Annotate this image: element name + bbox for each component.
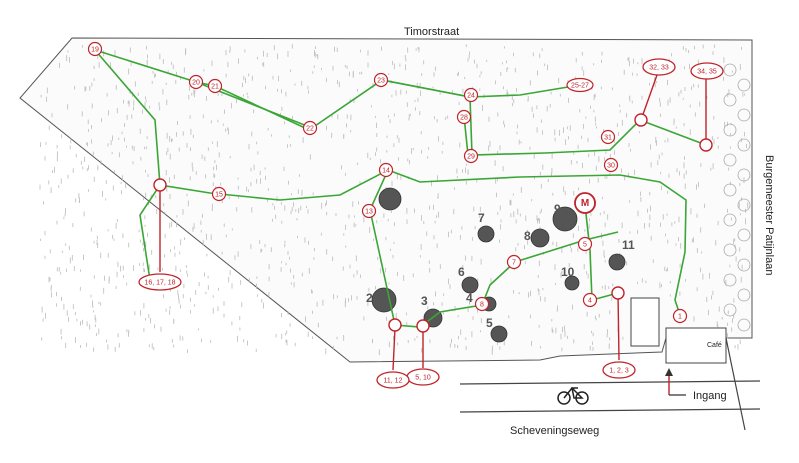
route-marker: 5 (577, 236, 593, 252)
svg-text:29: 29 (467, 154, 475, 161)
svg-text:16, 17, 18: 16, 17, 18 (144, 280, 175, 287)
section-number: 9 (554, 202, 561, 216)
section-number: 8 (524, 229, 531, 243)
route-marker: 1 (672, 308, 688, 324)
route-marker: 22 (302, 120, 318, 136)
section-number: 11 (622, 238, 635, 252)
route-marker: 19 (87, 41, 103, 57)
svg-text:M: M (581, 198, 589, 209)
tree (608, 253, 626, 271)
route-marker: 14 (378, 162, 394, 178)
bicycle-icon (557, 386, 589, 405)
street-scheveningseweg: Scheveningseweg (510, 425, 599, 437)
route-marker: 29 (463, 148, 479, 164)
monument-marker: M (574, 192, 596, 214)
section-number: 5 (486, 316, 493, 330)
svg-text:34, 35: 34, 35 (697, 69, 717, 76)
tree (371, 287, 397, 313)
route-marker: 8 (474, 296, 490, 312)
callout-label: 16, 17, 18 (138, 273, 182, 291)
svg-text:19: 19 (91, 47, 99, 54)
tree (552, 206, 578, 232)
entrance-arrowhead (665, 368, 673, 376)
tree (564, 275, 580, 291)
section-number: 7 (478, 211, 485, 225)
svg-text:30: 30 (607, 163, 615, 170)
entrance-label: Ingang (693, 390, 727, 402)
route-marker: 28 (456, 109, 472, 125)
route-marker: 4 (582, 292, 598, 308)
route-marker: 15 (211, 186, 227, 202)
cafe-building (630, 297, 727, 364)
tree (490, 325, 508, 343)
route-marker: 21 (207, 78, 223, 94)
svg-text:23: 23 (377, 78, 385, 85)
callout-label: 11, 12 (376, 371, 410, 389)
svg-text:4: 4 (588, 298, 592, 305)
svg-text:32, 33: 32, 33 (649, 65, 669, 72)
svg-text:11, 12: 11, 12 (384, 378, 403, 385)
street-timorstraat: Timorstraat (404, 26, 459, 38)
tree (477, 225, 495, 243)
svg-text:15: 15 (215, 192, 223, 199)
section-number: 6 (458, 265, 465, 279)
tree (530, 228, 550, 248)
svg-text:7: 7 (512, 260, 516, 267)
tree (378, 187, 402, 211)
route-marker: 30 (603, 157, 619, 173)
section-number: 2 (366, 291, 373, 305)
svg-text:25-27: 25-27 (571, 83, 589, 90)
svg-text:14: 14 (382, 168, 390, 175)
svg-text:31: 31 (604, 135, 612, 142)
svg-text:28: 28 (460, 115, 468, 122)
section-number: 4 (466, 291, 473, 305)
callout-label: 5, 10 (406, 368, 440, 386)
route-marker: 13 (361, 203, 377, 219)
svg-text:22: 22 (306, 126, 314, 133)
route-marker: 25-27 (566, 77, 594, 93)
svg-text:5: 5 (583, 242, 587, 249)
cafe-label: Café (707, 342, 722, 349)
svg-text:20: 20 (192, 80, 200, 87)
svg-text:21: 21 (211, 84, 219, 91)
grave-hatching (39, 44, 751, 356)
route-marker: 23 (373, 72, 389, 88)
callout-label: 32, 33 (642, 58, 676, 76)
street-burgemeester-patijnlaan: Burgemeester Patijnlaan (763, 155, 775, 275)
callout-label: 34, 35 (690, 62, 724, 80)
callout-labels: 1, 2, 3 5, 10 11, 12 16, 17, 18 32, 33 34, 35 (138, 58, 724, 389)
tree (461, 276, 479, 294)
svg-text:5, 10: 5, 10 (415, 375, 431, 382)
section-number: 3 (421, 294, 428, 308)
svg-text:1, 2, 3: 1, 2, 3 (609, 368, 629, 375)
svg-text:8: 8 (480, 302, 484, 309)
route-marker: 7 (506, 254, 522, 270)
callout-label: 1, 2, 3 (602, 361, 636, 379)
callout-lines (159, 74, 707, 395)
svg-text:13: 13 (365, 209, 373, 216)
waypoints (153, 113, 713, 333)
route-marker: 31 (600, 129, 616, 145)
route-marker: 24 (463, 87, 479, 103)
route-marker: 20 (188, 74, 204, 90)
section-number: 10 (561, 265, 575, 279)
svg-text:24: 24 (467, 93, 475, 100)
svg-text:1: 1 (678, 314, 682, 321)
scheveningseweg-road (459, 337, 761, 431)
